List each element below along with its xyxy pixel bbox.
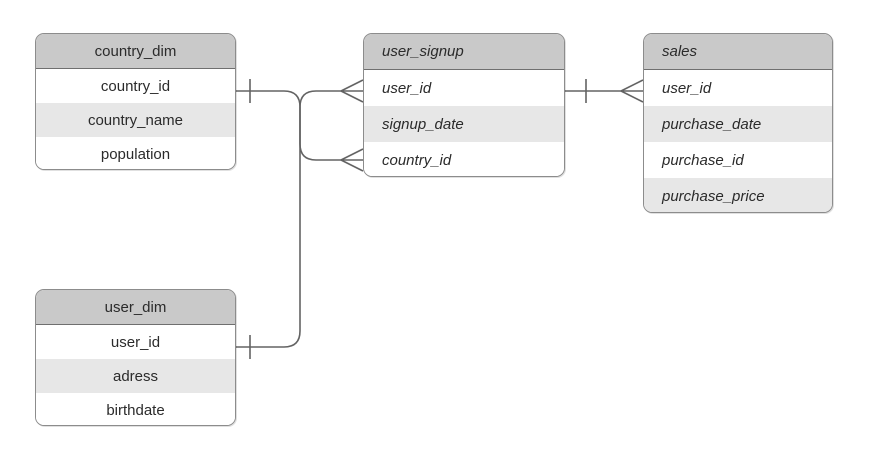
field-row[interactable]: country_id xyxy=(364,142,564,176)
cardinality-many-crowfoot xyxy=(340,79,364,103)
field-row[interactable]: purchase_id xyxy=(644,142,832,178)
field-row[interactable]: signup_date xyxy=(364,106,564,142)
field-row[interactable]: birthdate xyxy=(36,393,235,425)
relationship-user_dim-to-user_signup xyxy=(236,90,364,359)
entity-title-user_dim: user_dim xyxy=(36,290,235,325)
relationship-country_dim-to-user_signup xyxy=(236,79,364,161)
field-row[interactable]: purchase_price xyxy=(644,178,832,212)
entity-title-country_dim: country_dim xyxy=(36,34,235,69)
field-row[interactable]: country_id xyxy=(36,69,235,103)
entity-title-sales: sales xyxy=(644,34,832,70)
relationship-user_signup-to-sales xyxy=(565,79,644,103)
field-row[interactable]: user_id xyxy=(364,70,564,106)
field-row[interactable]: population xyxy=(36,137,235,169)
cardinality-many-crowfoot xyxy=(620,79,644,103)
field-row[interactable]: country_name xyxy=(36,103,235,137)
field-row[interactable]: adress xyxy=(36,359,235,393)
field-row[interactable]: user_id xyxy=(36,325,235,359)
field-row[interactable]: user_id xyxy=(644,70,832,106)
entity-title-user_signup: user_signup xyxy=(364,34,564,70)
cardinality-many-crowfoot xyxy=(340,148,364,172)
field-row[interactable]: purchase_date xyxy=(644,106,832,142)
